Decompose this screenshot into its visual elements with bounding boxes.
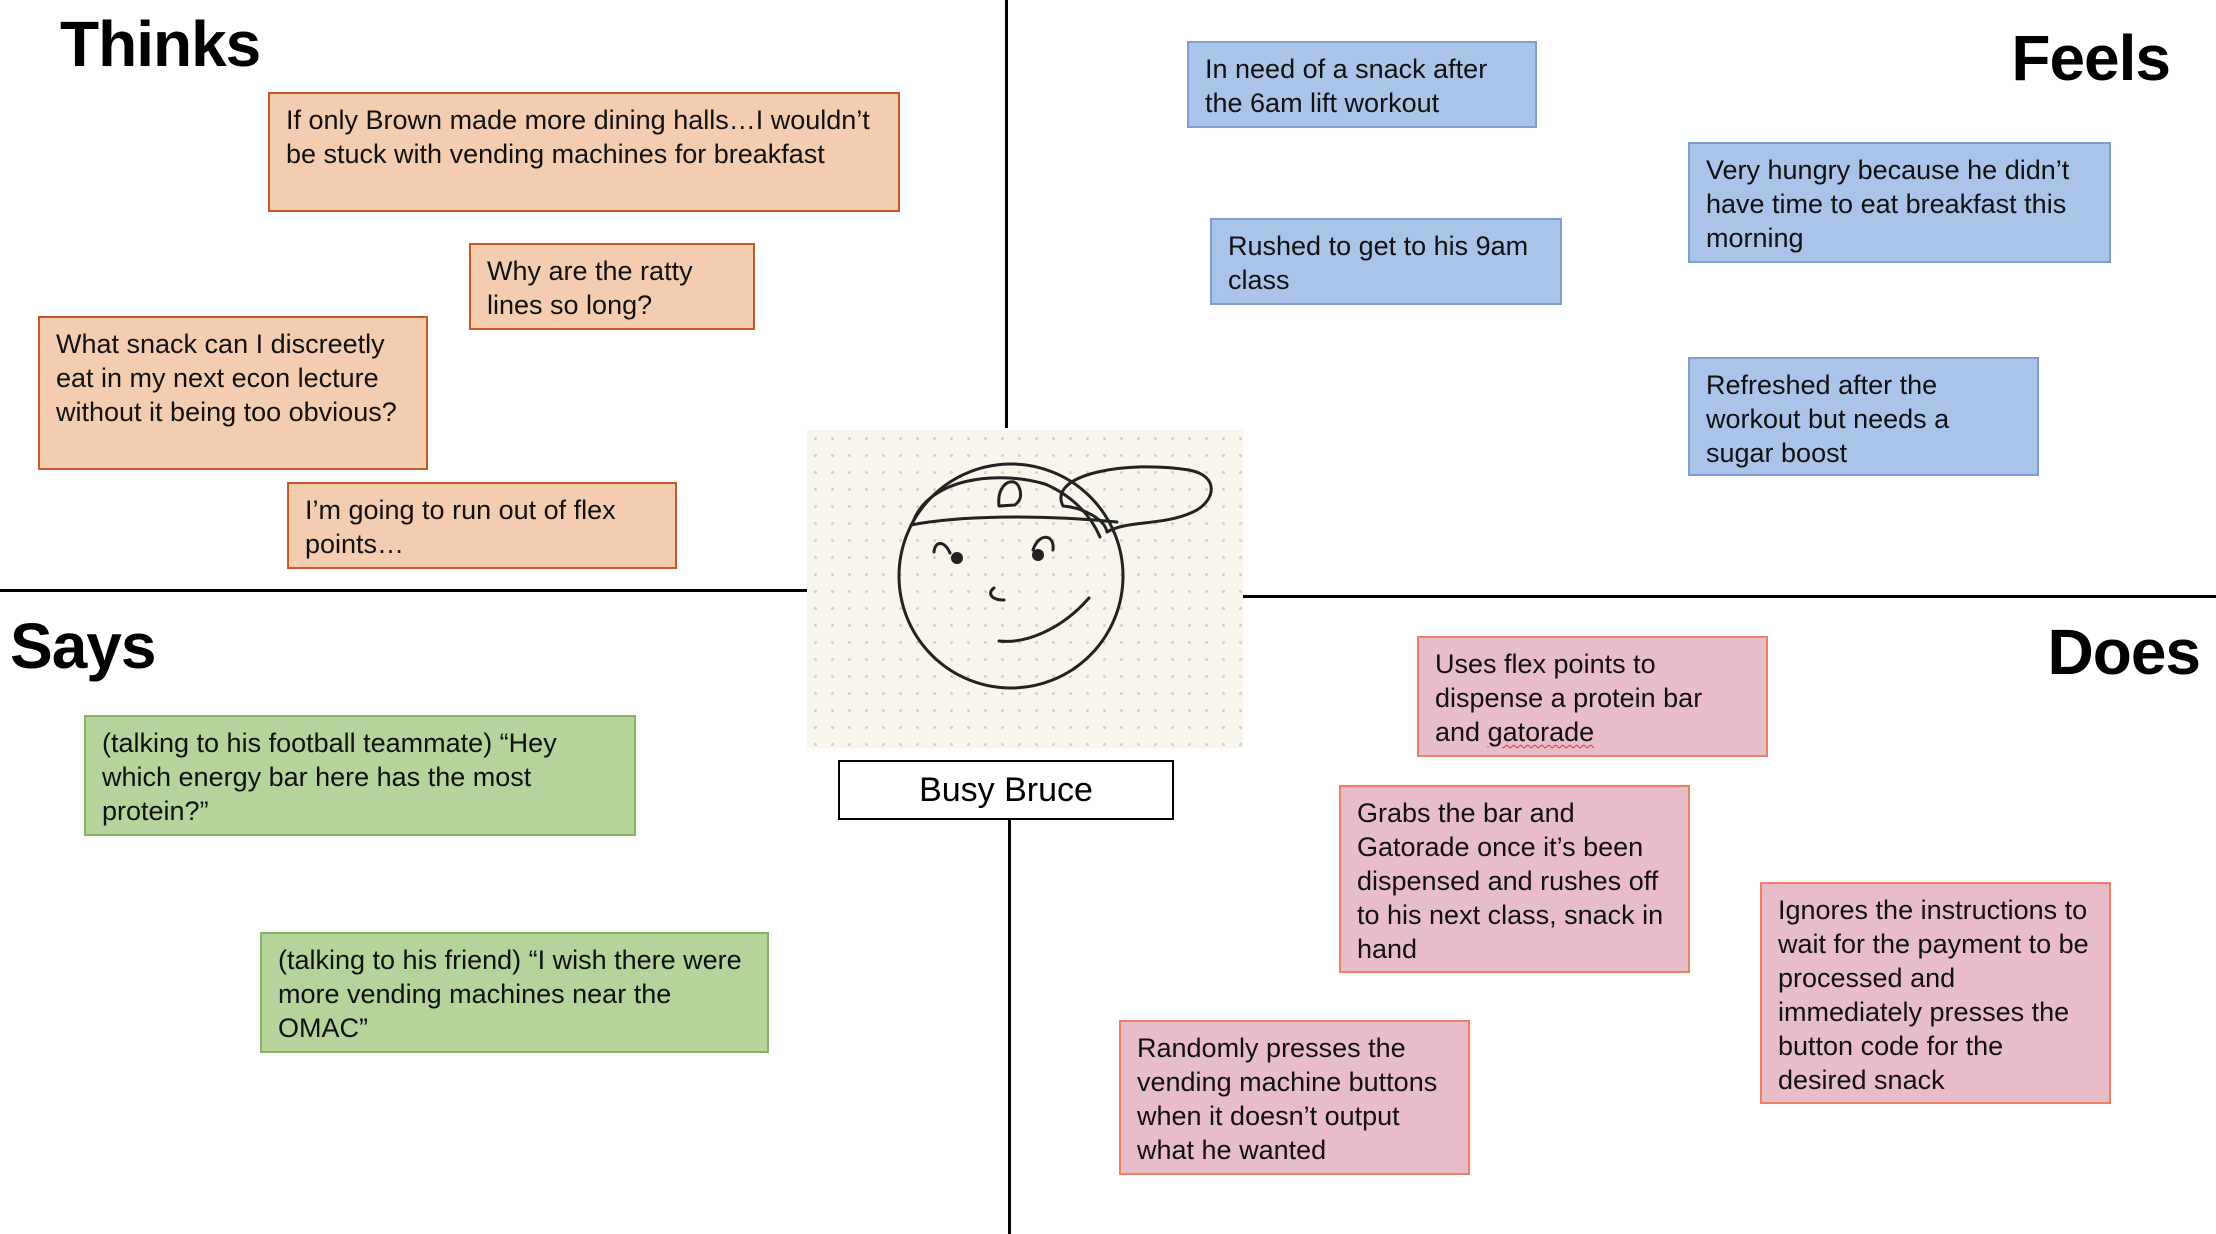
feels-title: Feels [2011, 22, 2171, 94]
thinks-note-flex-points[interactable]: I’m going to run out of flex points… [287, 482, 677, 569]
persona-name-label: Busy Bruce [838, 760, 1174, 820]
spellcheck-flagged-word: gatorade [1487, 717, 1595, 747]
does-note-grabs-bar[interactable]: Grabs the bar and Gatorade once it’s bee… [1339, 785, 1690, 973]
thinks-note-ratty-lines[interactable]: Why are the ratty lines so long? [469, 243, 755, 330]
feels-note-snack-after-workout[interactable]: In need of a snack after the 6am lift wo… [1187, 41, 1537, 128]
feels-note-very-hungry[interactable]: Very hungry because he didn’t have time … [1688, 142, 2111, 263]
says-note-more-vending-machines[interactable]: (talking to his friend) “I wish there we… [260, 932, 769, 1053]
persona-sketch-face-icon [807, 430, 1243, 748]
thinks-title: Thinks [60, 8, 261, 80]
says-note-energy-bar-question[interactable]: (talking to his football teammate) “Hey … [84, 715, 636, 836]
does-note-flex-points-dispense[interactable]: Uses flex points to dispense a protein b… [1417, 636, 1768, 757]
says-title: Says [10, 610, 156, 682]
feels-note-refreshed[interactable]: Refreshed after the workout but needs a … [1688, 357, 2039, 476]
does-note-ignores-instructions[interactable]: Ignores the instructions to wait for the… [1760, 882, 2111, 1104]
vertical-axis-top [1005, 0, 1008, 428]
feels-note-rushed[interactable]: Rushed to get to his 9am class [1210, 218, 1562, 305]
does-note-randomly-presses[interactable]: Randomly presses the vending machine but… [1119, 1020, 1470, 1175]
thinks-note-dining-halls[interactable]: If only Brown made more dining halls…I w… [268, 92, 900, 212]
does-note-text: Uses flex points to dispense a protein b… [1435, 649, 1703, 747]
does-title: Does [2047, 616, 2201, 688]
horizontal-axis-right [1243, 595, 2216, 598]
vertical-axis-bottom [1008, 820, 1011, 1234]
thinks-note-discreet-snack[interactable]: What snack can I discreetly eat in my ne… [38, 316, 428, 470]
horizontal-axis-left [0, 589, 807, 592]
